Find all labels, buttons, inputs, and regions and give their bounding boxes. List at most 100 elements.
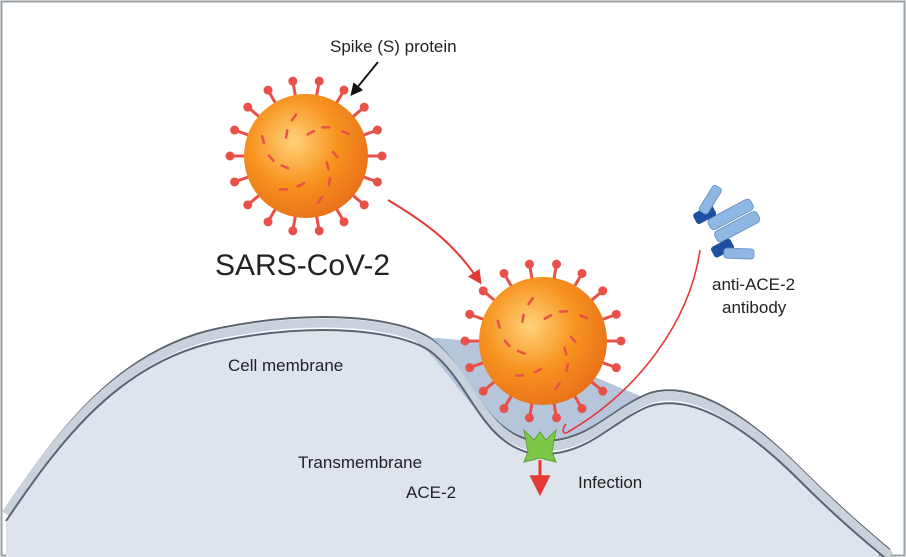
- spike-head: [499, 268, 509, 278]
- surface-speckle: [290, 113, 298, 122]
- spike-head: [598, 386, 608, 396]
- label-infection: Infection: [578, 473, 642, 492]
- spike-head: [524, 413, 534, 423]
- spike-stalk: [504, 393, 514, 407]
- ace2-receptor-icon: [523, 428, 557, 463]
- spike-stalk: [350, 107, 363, 119]
- spike-stalk: [236, 129, 251, 137]
- spike-head: [314, 76, 324, 86]
- spike-head: [263, 85, 273, 95]
- surface-speckle: [316, 195, 324, 204]
- surface-speckle: [569, 335, 577, 344]
- surface-speckle: [565, 362, 570, 373]
- surface-speckle: [579, 314, 589, 320]
- spike-stalk: [236, 175, 251, 183]
- arrow-antibody-to-ace2: [567, 249, 701, 433]
- label-antibody-line1: anti-ACE-2: [712, 275, 795, 294]
- spike-head: [465, 363, 475, 373]
- surface-speckle: [496, 319, 501, 329]
- spike-stalk: [600, 313, 614, 322]
- spike-head: [359, 102, 369, 112]
- spike-stalk: [552, 266, 558, 281]
- spike-stalk: [361, 129, 376, 137]
- spike-stalk: [528, 401, 534, 416]
- surface-speckle: [503, 339, 511, 348]
- surface-speckle: [260, 134, 266, 145]
- spike-stalk: [350, 193, 363, 205]
- spike-stalk: [572, 393, 582, 407]
- surface-speckle: [554, 382, 561, 391]
- surface-speckle: [296, 181, 306, 188]
- label-cell-membrane: Cell membrane: [228, 356, 343, 375]
- spike-head: [230, 125, 240, 135]
- spike-head: [372, 177, 382, 187]
- surface-speckle: [267, 154, 275, 163]
- antibody-icon: [693, 184, 761, 260]
- spike-stalk: [552, 401, 558, 416]
- spike-head: [460, 336, 470, 346]
- spike-stalk: [314, 214, 321, 229]
- spike-stalk: [472, 313, 486, 322]
- spike-head: [598, 286, 608, 296]
- spike-head: [314, 226, 324, 236]
- spike-stalk: [291, 83, 298, 98]
- spike-stalk: [291, 214, 298, 229]
- spike-stalk: [484, 291, 497, 303]
- surface-speckle: [543, 314, 553, 320]
- arrow-antibody-hook: [562, 423, 569, 434]
- spike-stalk: [314, 83, 321, 98]
- spike-stalk: [589, 291, 602, 303]
- spike-head: [577, 404, 587, 414]
- spike-stalk: [484, 379, 497, 391]
- virus-body: [479, 277, 607, 405]
- surface-speckle: [341, 129, 351, 136]
- surface-speckle: [306, 129, 316, 136]
- surface-speckle: [527, 297, 534, 306]
- spike-stalk: [589, 379, 602, 391]
- spike-head: [243, 102, 253, 112]
- spike-head: [288, 76, 298, 86]
- label-antibody-line2: antibody: [722, 298, 787, 317]
- spike-head: [263, 217, 273, 227]
- spike-head: [611, 363, 621, 373]
- spike-head: [478, 286, 488, 296]
- spike-head: [616, 336, 626, 346]
- spike-head: [552, 413, 562, 423]
- label-ace2: ACE-2: [406, 483, 456, 502]
- spike-stalk: [528, 266, 534, 281]
- surface-speckle: [325, 161, 330, 171]
- surface-speckle: [280, 164, 290, 170]
- spike-head: [377, 151, 387, 161]
- spike-head: [499, 404, 509, 414]
- spike-head: [524, 259, 534, 269]
- spike-head: [230, 177, 240, 187]
- spike-stalk: [268, 92, 278, 105]
- spike-head: [611, 309, 621, 319]
- virus-icon: [460, 259, 626, 423]
- spike-stalk: [249, 107, 262, 119]
- spike-stalk: [504, 275, 514, 289]
- surface-speckle: [533, 367, 543, 374]
- label-spike-protein: Spike (S) protein: [330, 37, 457, 56]
- spike-stalk: [572, 275, 582, 289]
- spike-head: [288, 226, 298, 236]
- spike-head: [577, 268, 587, 278]
- cell-fill: [6, 329, 880, 557]
- spike-head: [478, 386, 488, 396]
- spike-head: [243, 200, 253, 210]
- surface-speckle: [331, 150, 339, 159]
- cell-membrane-band: [2, 318, 893, 557]
- spike-stalk: [249, 193, 262, 205]
- surface-speckle: [327, 177, 332, 187]
- arrow-spike-pointer: [350, 61, 379, 96]
- virus-icon: [225, 76, 387, 236]
- spike-head: [339, 85, 349, 95]
- surface-speckle: [284, 129, 289, 139]
- spike-stalk: [268, 207, 278, 220]
- arrow-virus-to-cell: [387, 199, 482, 285]
- virus-body: [244, 94, 368, 218]
- surface-speckle: [563, 346, 568, 356]
- spike-stalk: [361, 175, 376, 183]
- label-virus-name: SARS-CoV-2: [215, 249, 390, 282]
- label-transmembrane: Transmembrane: [298, 453, 422, 472]
